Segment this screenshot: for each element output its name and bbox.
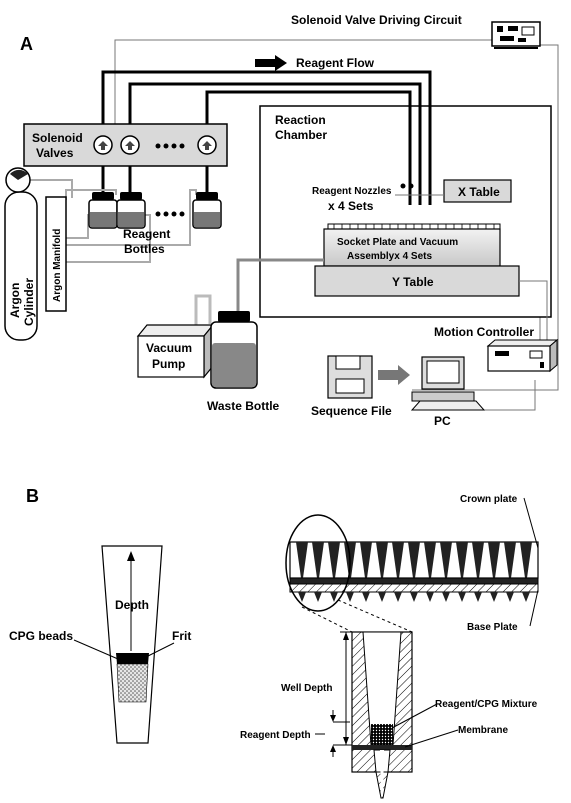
cpg-beads-label: CPG beads [9, 629, 73, 643]
pc-icon [410, 356, 486, 411]
valve-icon [197, 135, 217, 155]
vacuum-pump [136, 323, 215, 379]
socket-plate-assembly [323, 223, 501, 267]
arrow-down-icon [330, 715, 336, 722]
valve-icon [93, 135, 113, 155]
y-table-label: Y Table [392, 275, 434, 289]
well-depth-dimension [340, 631, 352, 746]
solenoid-driving-circuit-label: Solenoid Valve Driving Circuit [291, 13, 462, 27]
arrow-down-icon [343, 737, 349, 745]
floppy-disk-icon [327, 355, 373, 399]
argon-cylinder-label-line2: Cylinder [22, 278, 36, 326]
zoom-circle [285, 514, 351, 612]
socket-plate-label-line2: Assemblyx 4 Sets [347, 251, 432, 262]
waste-bottle [210, 311, 258, 389]
zoom-lines [301, 599, 413, 633]
panel-b-label: B [26, 486, 39, 506]
y-table [314, 265, 520, 297]
argon-manifold [45, 196, 67, 312]
motion-controller [486, 338, 559, 373]
panel-a: A Solenoid Valve Driving Circuit Reagent… [4, 13, 559, 428]
panel-a-label: A [20, 34, 33, 54]
base-plate-label: Base Plate [467, 622, 518, 633]
panel-b: B Depth CPG beads Frit [9, 486, 539, 799]
waste-bottle-label: Waste Bottle [207, 399, 280, 413]
argon-manifold-label: Argon Manifold [52, 229, 63, 302]
reagent-nozzles-label-line1: Reagent Nozzles [312, 186, 392, 197]
x-table-label: X Table [458, 185, 500, 199]
solenoid-valves-label-line1: Solenoid [32, 131, 83, 145]
reagent-nozzles-label-line2: x 4 Sets [328, 199, 374, 213]
frit [116, 653, 149, 664]
valve-icon [120, 135, 140, 155]
membrane [352, 745, 412, 750]
pressure-gauge-icon [5, 167, 31, 193]
arrow-up-icon [343, 632, 349, 640]
reaction-chamber-label-line1: Reaction [275, 113, 326, 127]
argon-cylinder-label-line1: Argon [8, 283, 22, 318]
reagent-bottle [192, 192, 222, 229]
ellipsis-dots-bottles [155, 211, 185, 217]
reagent-cpg-mixture [371, 724, 393, 745]
reagent-bottle [116, 192, 146, 229]
reagent-bottles-label-line2: Bottles [124, 242, 165, 256]
pump-line [194, 294, 212, 326]
membrane-label: Membrane [458, 725, 508, 736]
well-depth-label: Well Depth [281, 683, 332, 694]
vacuum-line [236, 258, 324, 314]
vacuum-pump-label-line1: Vacuum [146, 341, 192, 355]
base-plate [289, 577, 539, 602]
depth-label: Depth [115, 598, 149, 612]
depth-arrow-icon [127, 551, 135, 561]
tapered-well [101, 545, 163, 744]
solenoid-driving-circuit-board [491, 21, 541, 49]
motion-controller-label: Motion Controller [434, 325, 534, 339]
reagent-bottles-label-line1: Reagent [123, 227, 170, 241]
pc-label: PC [434, 414, 451, 428]
solenoid-valves-label-line2: Valves [36, 146, 74, 160]
arrow-up-icon [330, 745, 336, 752]
x-table [443, 179, 512, 203]
vacuum-pump-label-line2: Pump [152, 357, 185, 371]
reagent-flow-arrow-icon [255, 55, 287, 71]
reaction-chamber-label-line2: Chamber [275, 128, 327, 142]
sequence-file-label: Sequence File [311, 404, 392, 418]
crown-plate [289, 541, 539, 579]
nozzle-dots [400, 183, 414, 189]
sequence-arrow-icon [378, 365, 410, 385]
reagent-tubes-in-chamber [408, 106, 432, 205]
enlarged-well [351, 631, 413, 799]
cpg-beads [116, 663, 149, 703]
frit-label: Frit [172, 629, 191, 643]
reagent-depth-label: Reagent Depth [240, 730, 311, 741]
ellipsis-dots-valves [155, 143, 185, 149]
crown-plate-label: Crown plate [460, 494, 518, 505]
socket-plate-label-line1: Socket Plate and Vacuum [337, 237, 458, 248]
reagent-bottle [88, 192, 118, 229]
reagent-cpg-mixture-label: Reagent/CPG Mixture [435, 699, 538, 710]
reagent-flow-label: Reagent Flow [296, 56, 375, 70]
